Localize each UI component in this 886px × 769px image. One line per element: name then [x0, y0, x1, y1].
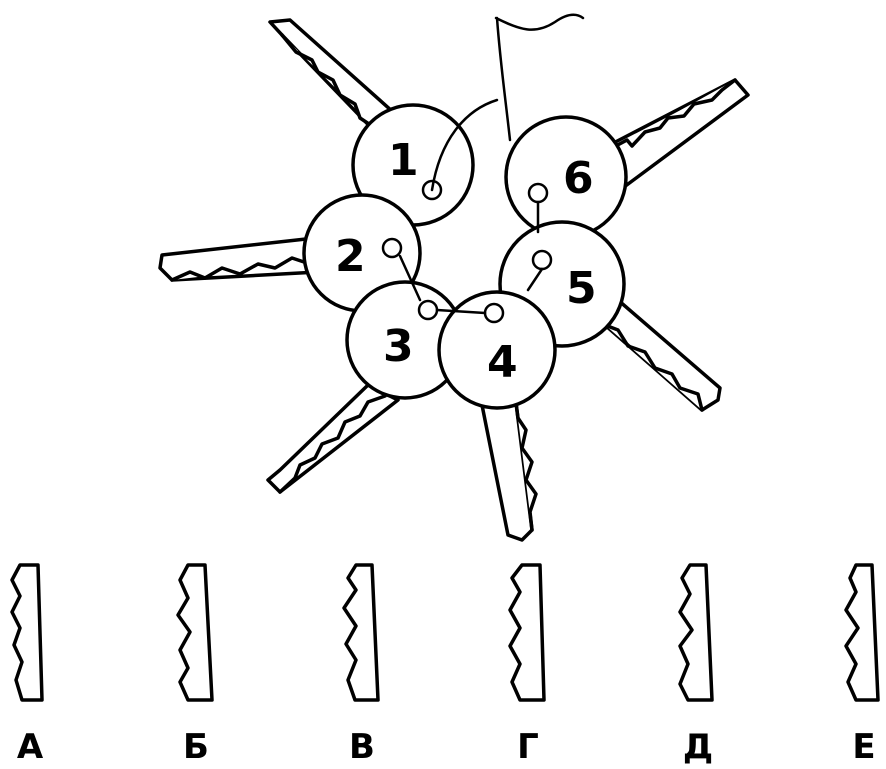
key-label: 3 [383, 321, 414, 372]
key-3: 3 [268, 282, 463, 492]
key-6: 6 [506, 80, 748, 237]
key-label: 6 [563, 153, 594, 204]
blade-option-b[interactable]: Б [178, 565, 212, 767]
option-label: Г [517, 727, 539, 767]
key-label: 1 [388, 135, 419, 186]
key-label: 2 [335, 231, 366, 282]
key-4: 4 [439, 292, 555, 540]
option-label: Б [183, 727, 209, 767]
blade-option-d[interactable]: Д [680, 565, 713, 767]
key-label: 4 [487, 337, 518, 388]
blade-option-e[interactable]: Е [846, 565, 878, 767]
blade-option-v[interactable]: В [344, 565, 378, 767]
option-label: В [349, 727, 375, 767]
blade-option-g[interactable]: Г [510, 565, 544, 767]
key-label: 5 [566, 263, 597, 314]
option-label: Д [683, 727, 713, 767]
option-label: А [17, 727, 44, 767]
option-label: Е [852, 727, 875, 767]
blade-option-a[interactable]: А [12, 565, 44, 767]
